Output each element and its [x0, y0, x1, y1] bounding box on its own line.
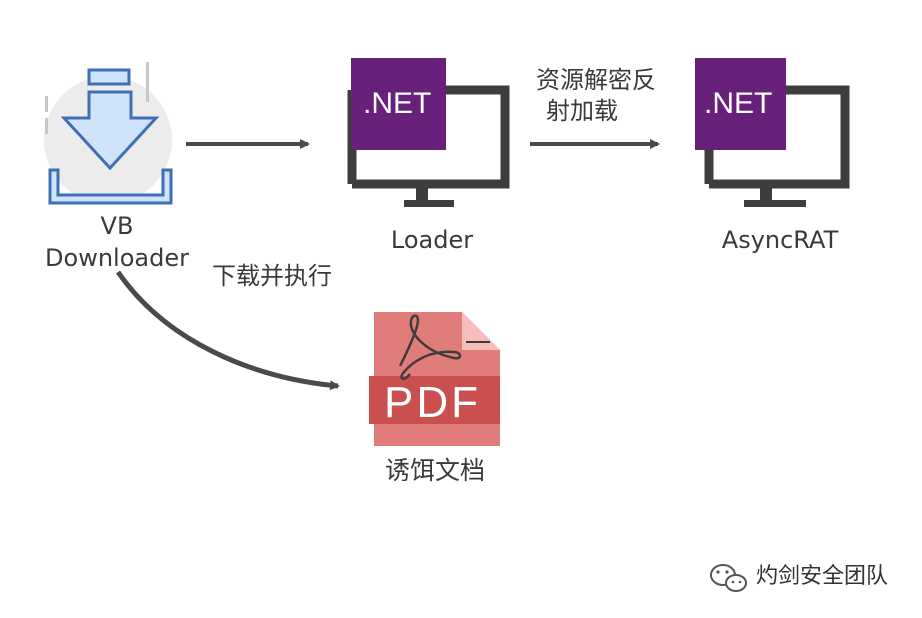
asyncrat-net-badge: .NET — [704, 87, 773, 120]
vb-downloader-label-line2: Downloader — [45, 244, 189, 272]
pdf-file-icon — [369, 312, 500, 446]
download-icon — [44, 62, 173, 205]
decoy-label: 诱饵文档 — [384, 456, 486, 485]
edge-label-download-execute: 下载并执行 — [212, 262, 332, 290]
loader-label: Loader — [390, 226, 474, 254]
loader-monitor-icon — [347, 58, 510, 207]
vb-downloader-label-line1: VB — [100, 212, 134, 240]
arrow-downloader-to-decoy — [115, 270, 340, 391]
asyncrat-monitor-icon — [695, 58, 850, 207]
edge-label-decrypt-line1: 资源解密反 — [536, 66, 656, 94]
wechat-icon — [710, 564, 747, 592]
asyncrat-label: AsyncRAT — [721, 226, 839, 254]
pdf-badge-text: PDF — [384, 378, 481, 427]
watermark-text: 灼剑安全团队 — [756, 564, 889, 589]
loader-net-badge: .NET — [363, 87, 432, 120]
edge-label-decrypt-line2: 射加载 — [546, 97, 618, 125]
